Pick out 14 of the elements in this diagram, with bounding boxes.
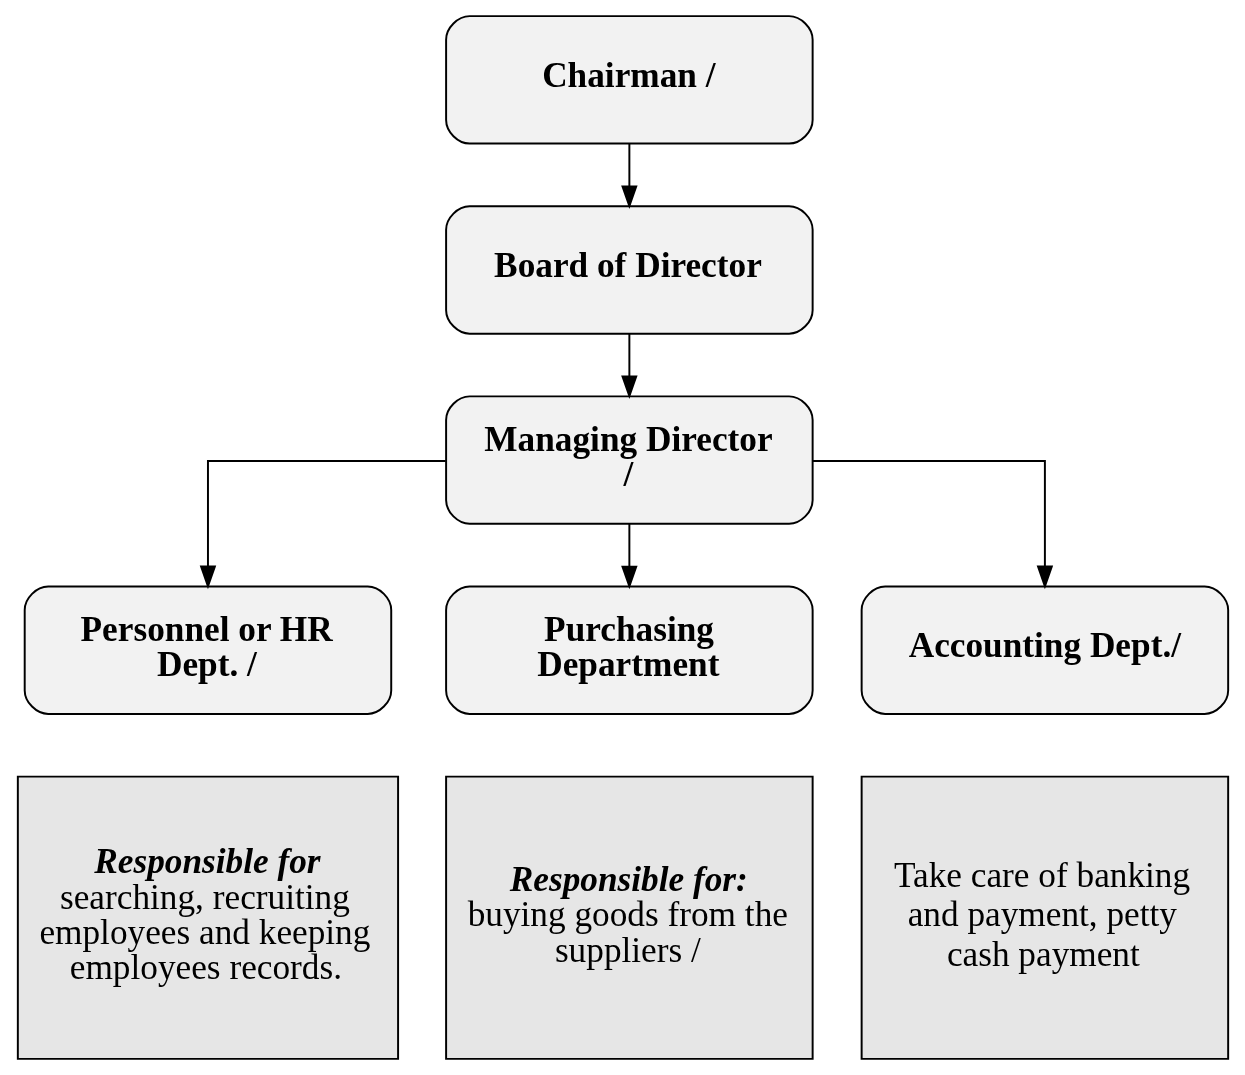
arrow — [620, 142, 638, 209]
arrow — [199, 460, 447, 590]
arrow — [811, 460, 1053, 590]
node-box: Responsible for searching, recruiting employees and keeping employees records. — [16, 775, 399, 1060]
node-box: Personnel or HR Dept. / — [23, 585, 392, 715]
node-box: Accounting Dept./ — [860, 585, 1229, 715]
node-box: Take care of banking and payment, petty cash payment — [860, 775, 1229, 1060]
node-box: Board of Director — [444, 205, 814, 335]
node-box: Purchasing Department — [444, 585, 814, 715]
node-box: Chairman / — [444, 15, 814, 145]
arrow — [620, 332, 638, 400]
node-box: Managing Director / — [444, 395, 814, 525]
node-box: Responsible for: buying goods from the suppliers / — [444, 775, 814, 1060]
arrow — [620, 522, 638, 590]
